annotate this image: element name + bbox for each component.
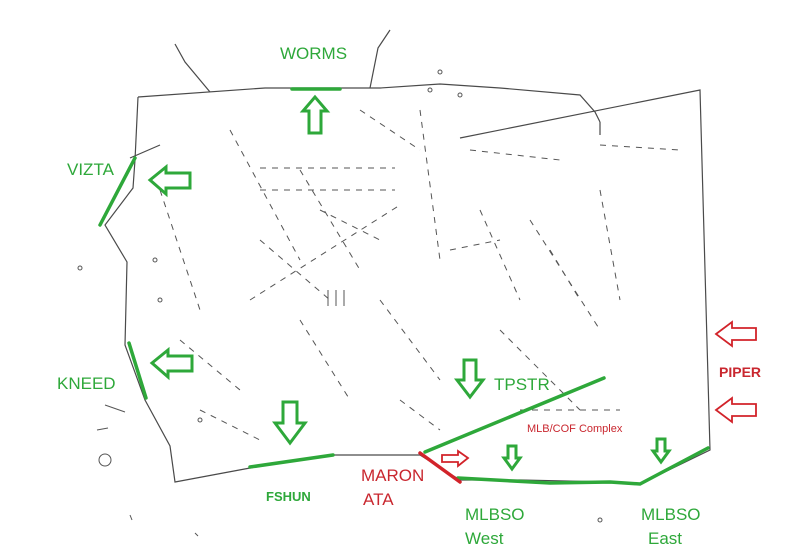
tpstr-segment: [423, 376, 606, 454]
green-route-segments: [98, 87, 710, 486]
fshun-segment: [248, 453, 335, 469]
vizta-segment: [98, 156, 137, 227]
label-tpstr: TPSTR: [494, 375, 550, 394]
vizta-arrow-left-icon: [147, 163, 192, 198]
airspace-boundary: [104, 29, 711, 485]
label-mlbso-west-1: MLBSO: [465, 505, 525, 524]
label-mlbso-west-2: West: [465, 529, 504, 548]
map-symbols: [77, 69, 603, 537]
maron-segment: [418, 451, 462, 484]
kneed-arrow-left-icon: [149, 346, 194, 381]
label-mlbso-east-2: East: [648, 529, 683, 548]
piper-arrow-left-1-icon: [714, 320, 757, 348]
fshun-arrow-down-icon: [272, 400, 308, 446]
label-mlb-cof-complex: MLB/COF Complex: [527, 423, 623, 435]
worms-arrow-up-icon: [299, 94, 331, 135]
tpstr-arrow-down-icon: [453, 358, 487, 400]
kneed-segment: [127, 341, 148, 400]
mlbso-west-arrow-down-icon: [501, 444, 523, 472]
label-piper: PIPER: [719, 364, 762, 380]
label-maron: MARON: [361, 466, 425, 485]
label-ata: ATA: [363, 490, 394, 509]
piper-arrow-left-2-icon: [714, 396, 757, 424]
label-kneed: KNEED: [57, 374, 116, 393]
airway-lines: [159, 109, 681, 441]
label-vizta: VIZTA: [67, 160, 114, 179]
label-worms: WORMS: [280, 44, 348, 63]
maron-arrow-right-icon: [441, 449, 470, 468]
label-fshun: FSHUN: [266, 489, 311, 504]
label-mlbso-east-1: MLBSO: [641, 505, 701, 524]
mlbso-segment: [456, 446, 710, 486]
mlbso-east-arrow-down-icon: [650, 437, 672, 465]
